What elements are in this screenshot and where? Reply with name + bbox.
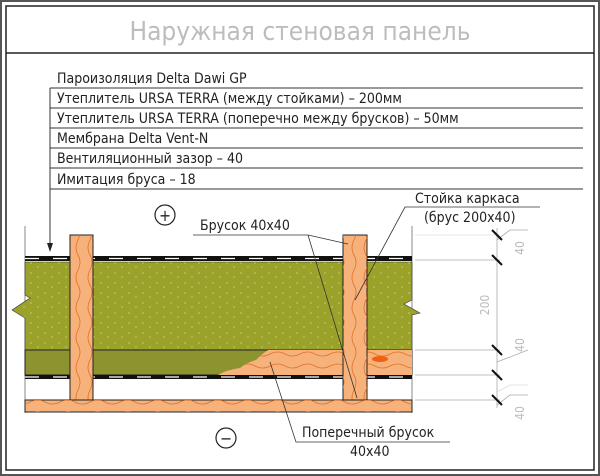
inner-frame [5, 5, 595, 471]
leader-arrow-icon [47, 243, 53, 252]
dimension-chain [415, 228, 529, 408]
layer-label: Мембрана Delta Vent-N [57, 131, 208, 147]
drawing-title: Наружная стеновая панель [130, 17, 471, 47]
stud-callout-size: (брус 200х40) [424, 210, 515, 226]
layer-label: Пароизоляция Delta Dawi GP [57, 71, 247, 87]
layer-label: Вентиляционный зазор – 40 [57, 151, 243, 167]
outside-sign: − [220, 429, 232, 448]
layer-label: Утеплитель URSA TERRA (поперечно между б… [57, 111, 459, 127]
wind-membrane [25, 375, 412, 379]
layer-label: Утеплитель URSA TERRA (между стойками) –… [57, 91, 402, 107]
inside-sign-icon [154, 204, 176, 226]
layer-list: Пароизоляция Delta Dawi GP Утеплитель UR… [47, 71, 583, 252]
batten-callout: Брусок 40х40 [200, 218, 290, 234]
stud-callout: Стойка каркаса [415, 191, 520, 207]
inside-sign: + [159, 206, 171, 225]
stud-left [69, 234, 94, 401]
dimension-label: 40 [513, 406, 527, 420]
dimension-ticks [491, 229, 503, 406]
layer-label: Имитация бруса – 18 [57, 172, 196, 188]
dimension-label: 40 [513, 338, 527, 352]
stud-right [342, 234, 368, 401]
dimension-label: 200 [478, 295, 492, 316]
dimension-label: 40 [513, 241, 527, 255]
timber-imitation-board [24, 399, 413, 413]
vapor-barrier [25, 256, 412, 261]
cross-batten-callout: Поперечный брусок [302, 425, 435, 441]
cross-batten-callout-size: 40х40 [350, 444, 390, 460]
outside-sign-icon [215, 427, 237, 449]
